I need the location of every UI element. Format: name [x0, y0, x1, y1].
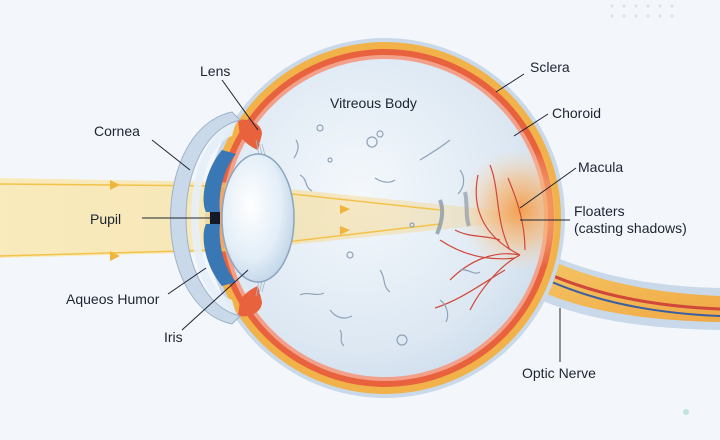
label-floaters: Floaters — [574, 203, 625, 219]
decorative-dot-teal — [683, 409, 689, 415]
leader-iris — [181, 269, 249, 331]
label-vitreous-body: Vitreous Body — [330, 95, 417, 111]
iris-shape — [203, 150, 236, 286]
leader-sclera — [495, 73, 525, 93]
label-iris: Iris — [164, 329, 183, 345]
label-choroid: Choroid — [552, 105, 601, 121]
label-aqueous-humor: Aqueos Humor — [66, 291, 160, 307]
pupil-opening — [210, 212, 220, 224]
leader-lines — [142, 73, 577, 362]
leader-cornea — [151, 139, 191, 171]
label-cornea: Cornea — [94, 123, 140, 139]
label-macula: Macula — [578, 159, 623, 175]
floater-shadows — [435, 191, 471, 235]
cornea — [170, 111, 241, 325]
leader-aqueous — [167, 267, 207, 295]
label-lens: Lens — [200, 63, 230, 79]
retinal-vessels — [434, 164, 526, 311]
leader-choroid — [513, 113, 549, 137]
lens-shape — [221, 153, 295, 283]
label-pupil: Pupil — [90, 211, 121, 227]
label-optic-nerve: Optic Nerve — [522, 365, 596, 381]
leader-macula — [519, 167, 577, 209]
label-sclera: Sclera — [530, 59, 570, 75]
floaters — [293, 124, 481, 347]
label-floaters-sub: (casting shadows) — [574, 220, 687, 236]
decorative-dots — [610, 4, 674, 18]
labels: Lens Vitreous Body Sclera Cornea Choroid… — [66, 59, 687, 381]
leader-lens — [221, 79, 259, 131]
